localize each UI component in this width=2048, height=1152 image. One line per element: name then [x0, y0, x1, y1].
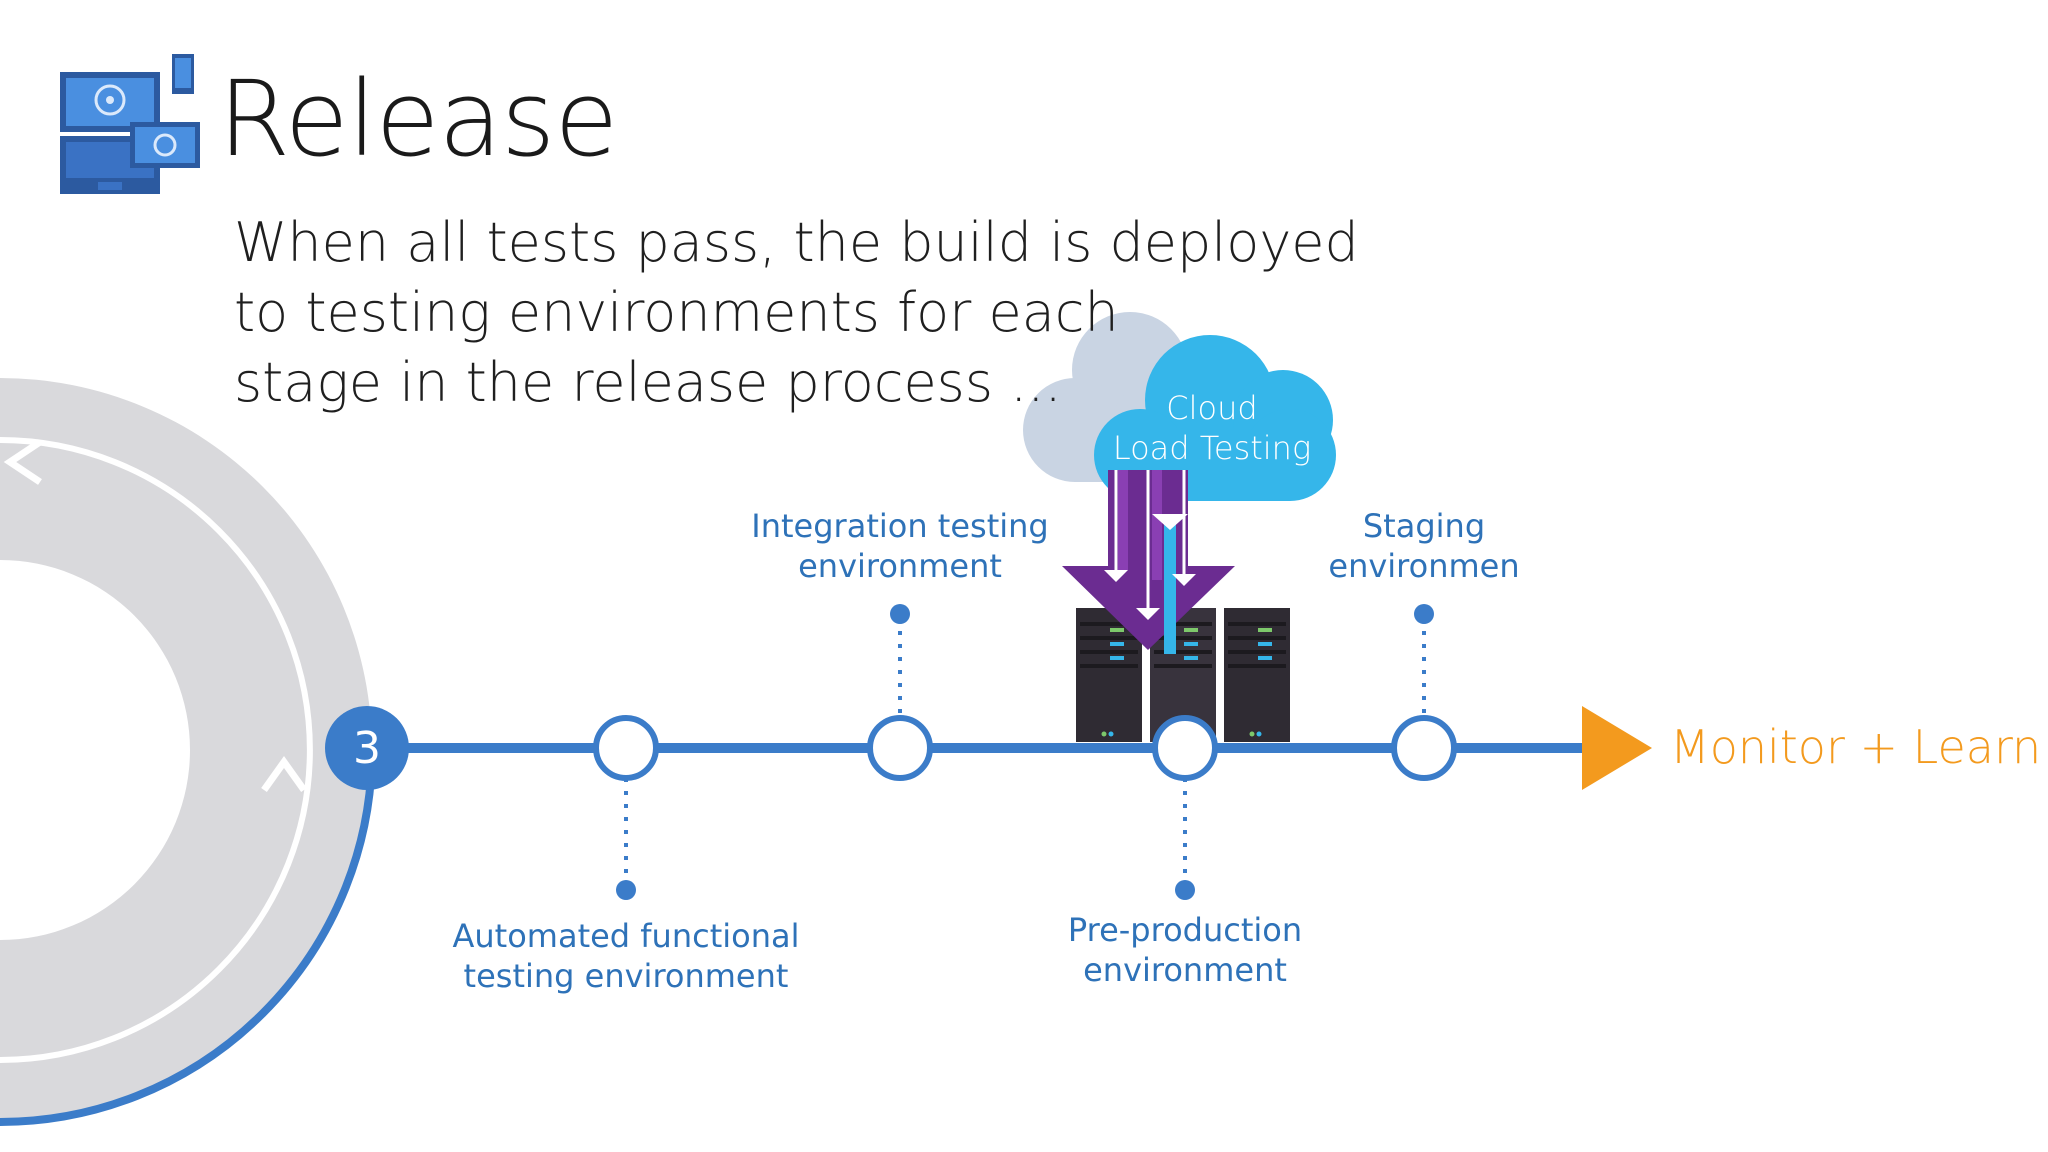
subtitle-line: When all tests pass, the build is deploy… — [234, 211, 1359, 274]
step-3-node — [325, 706, 409, 790]
stage-label-line: Automated functional — [452, 917, 800, 955]
play-arrow-icon — [1582, 706, 1652, 790]
stage-connectors — [616, 604, 1434, 900]
release-cycle-ring — [0, 378, 376, 1126]
stage-label-line: environment — [1083, 951, 1287, 989]
devices-icon — [60, 54, 200, 194]
step-number-text: 3 — [353, 723, 381, 774]
cloud-label-line: Cloud — [1166, 389, 1258, 427]
stage-node-staging — [1391, 715, 1457, 781]
cloud-icon — [1023, 312, 1336, 501]
stage-label-line: environment — [798, 547, 1002, 585]
next-step-label: Monitor + Learn — [1670, 720, 2042, 774]
slide-title: Release — [218, 58, 618, 180]
stage-label-line: Staging — [1362, 507, 1486, 545]
stage-node-automated-functional — [593, 715, 659, 781]
subtitle-line: to testing environments for each — [234, 281, 1119, 344]
stage-label-staging: Staging environmen — [1328, 506, 1519, 586]
stage-label-line: Pre-production — [1067, 911, 1303, 949]
stage-label-line: testing environment — [463, 957, 789, 995]
cloud-label-line: Load Testing — [1112, 429, 1312, 467]
load-arrows-icon — [1062, 470, 1235, 654]
stage-label-automated-functional: Automated functional testing environment — [452, 916, 799, 996]
stage-label-line: Integration testing — [751, 507, 1049, 545]
stage-node-pre-production — [1152, 715, 1218, 781]
subtitle-line: stage in the release process ... — [234, 351, 1062, 414]
stage-label-integration: Integration testing environment — [751, 506, 1048, 586]
stage-label-line: environmen — [1328, 547, 1520, 585]
cloud-label: Cloud Load Testing — [1113, 388, 1311, 468]
stage-label-pre-production: Pre-production environment — [1068, 910, 1302, 990]
stage-node-integration — [867, 715, 933, 781]
slide-subtitle: When all tests pass, the build is deploy… — [234, 208, 1359, 418]
stage-nodes — [593, 715, 1457, 781]
